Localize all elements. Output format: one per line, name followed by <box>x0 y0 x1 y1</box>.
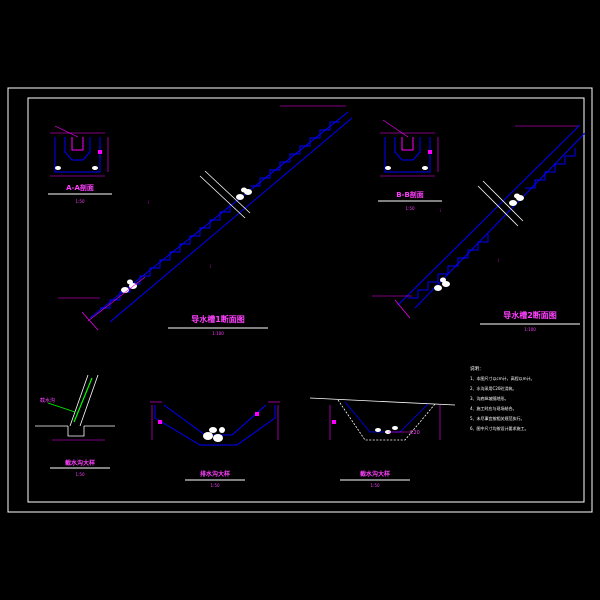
detail-2-drawing <box>150 401 280 481</box>
section-bb-scale: 1:50 <box>406 206 415 211</box>
notes-item: 3、沟底纵坡随地形。 <box>470 395 509 401</box>
long-section-left-scale: 1:100 <box>212 331 224 336</box>
svg-text:i: i <box>148 200 149 205</box>
outer-frame <box>7 87 593 513</box>
detail-3-title: 截水沟大样 <box>360 470 390 478</box>
detail-1-callout: 截水沟 <box>40 397 55 404</box>
detail-3-callout: C20 <box>410 430 420 436</box>
long-section-right-title: 导水槽2断面图 <box>503 310 557 320</box>
svg-text:i: i <box>498 258 499 263</box>
long-section-left-drawing: i i <box>58 105 353 331</box>
notes-item: 4、施工时应与现场结合。 <box>470 405 517 411</box>
notes-block: 说明： 1、本图尺寸以cm计，高程以m计。 2、水沟采用C20砼浇筑。 3、沟底… <box>470 365 535 431</box>
section-bb-title: B-B剖面 <box>396 190 424 199</box>
section-aa-scale: 1:50 <box>76 199 85 204</box>
section-bb-drawing <box>378 119 442 202</box>
section-aa-title: A-A剖面 <box>66 183 94 192</box>
notes-item: 2、水沟采用C20砼浇筑。 <box>470 385 516 391</box>
long-section-right-scale: 1:100 <box>524 327 536 332</box>
long-section-right-drawing: i i <box>372 124 586 325</box>
section-aa-drawing <box>48 125 112 195</box>
long-section-left-title: 导水槽1断面图 <box>191 314 245 324</box>
notes-heading: 说明： <box>470 365 484 372</box>
detail-3-drawing <box>309 397 456 481</box>
svg-text:i: i <box>440 208 441 213</box>
svg-text:i: i <box>210 264 211 269</box>
detail-1-drawing <box>35 374 115 469</box>
notes-item: 1、本图尺寸以cm计，高程以m计。 <box>470 375 535 381</box>
detail-2-title: 排水沟大样 <box>200 470 230 478</box>
detail-1-title: 截水沟大样 <box>65 459 95 467</box>
inner-frame <box>27 97 585 503</box>
notes-item: 5、未尽事宜按相关规范执行。 <box>470 415 525 421</box>
detail-1-scale: 1:50 <box>76 472 85 477</box>
detail-2-scale: 1:50 <box>211 483 220 488</box>
notes-item: 6、图中尺寸均按设计要求施工。 <box>470 425 529 431</box>
detail-3-scale: 1:50 <box>371 483 380 488</box>
